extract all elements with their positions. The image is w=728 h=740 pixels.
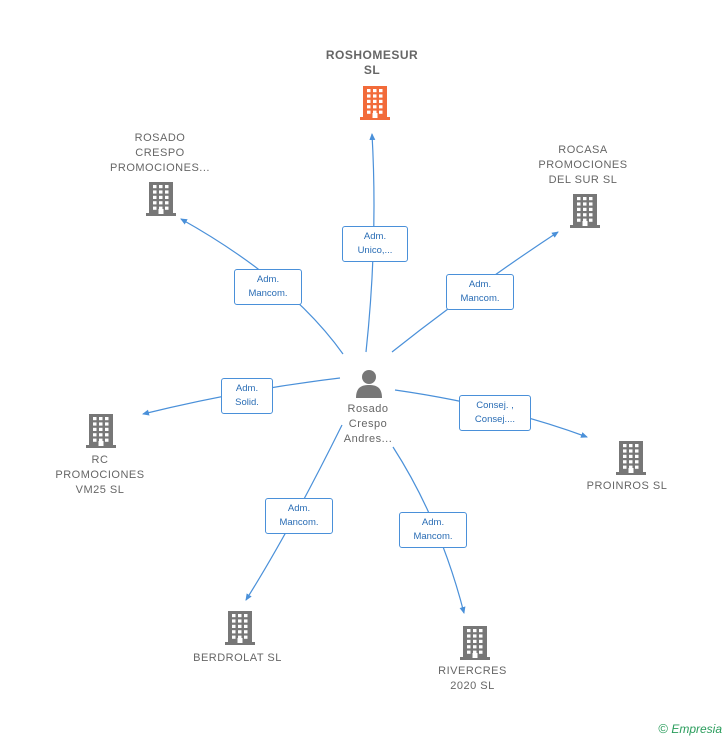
building-icon[interactable] [459, 624, 491, 660]
company-name-rc-promociones[interactable]: RC PROMOCIONES VM25 SL [55, 454, 145, 496]
company-name-rosado-crespo[interactable]: ROSADO CRESPO PROMOCIONES... [110, 132, 210, 174]
role-label-rivercres[interactable]: Adm. Mancom. [399, 512, 467, 548]
role-label-proinros[interactable]: Consej. , Consej.... [459, 395, 531, 431]
company-name-roshomesur[interactable]: ROSHOMESUR SL [325, 48, 419, 77]
building-icon[interactable] [145, 180, 177, 216]
company-name-rocasa[interactable]: ROCASA PROMOCIONES DEL SUR SL [538, 144, 628, 186]
copyright-icon: © [658, 721, 668, 736]
company-name-berdrolat[interactable]: BERDROLAT SL [193, 652, 282, 664]
role-label-roshomesur[interactable]: Adm. Unico,... [342, 226, 408, 262]
role-label-berdrolat[interactable]: Adm. Mancom. [265, 498, 333, 534]
company-name-rivercres[interactable]: RIVERCRES 2020 SL [438, 665, 507, 692]
brand-footer: © Empresia [658, 721, 722, 736]
building-icon[interactable] [615, 439, 647, 475]
company-name-proinros[interactable]: PROINROS SL [586, 480, 668, 492]
role-label-rocasa[interactable]: Adm. Mancom. [446, 274, 514, 310]
person-icon[interactable] [354, 368, 384, 398]
role-label-rosado-crespo[interactable]: Adm. Mancom. [234, 269, 302, 305]
role-label-rc-promociones[interactable]: Adm. Solid. [221, 378, 273, 414]
brand-name: Empresia [671, 722, 722, 736]
building-icon[interactable] [359, 84, 391, 120]
building-icon[interactable] [85, 412, 117, 448]
building-icon[interactable] [224, 609, 256, 645]
building-icon[interactable] [569, 192, 601, 228]
center-person-name[interactable]: Rosado Crespo Andres... [343, 403, 393, 445]
